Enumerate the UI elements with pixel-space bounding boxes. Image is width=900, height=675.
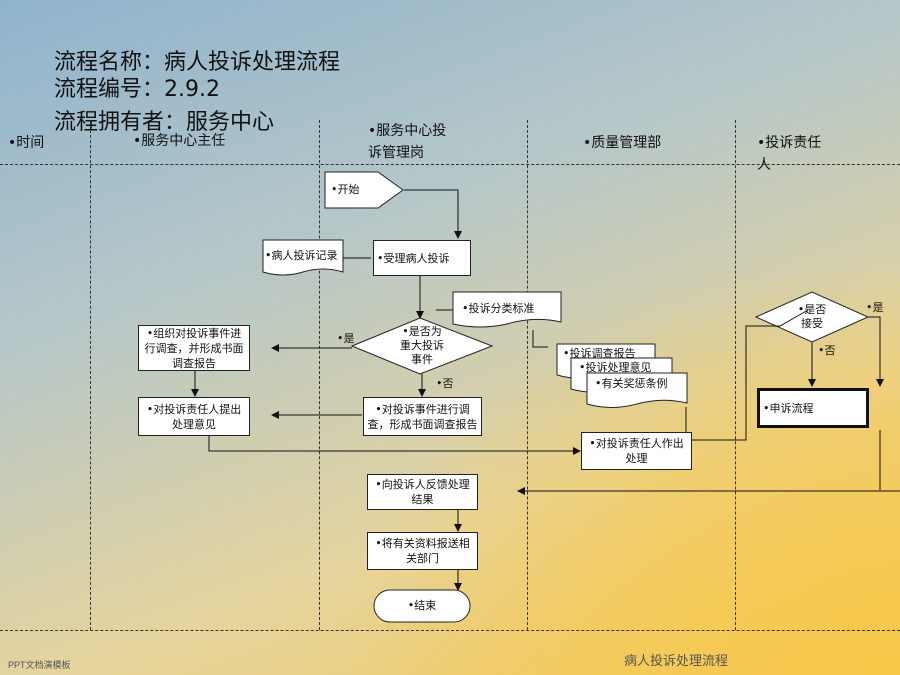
accept-decision-line1: •是否 [797,303,827,316]
lane-header-divider [0,164,900,165]
major-decision-node: •是否为 重大投诉 事件 [382,325,462,367]
feedback-node: •向投诉人反馈处理结果 [367,474,478,510]
process-number: 流程编号：2.9.2 [54,77,220,102]
lane-title-staff-line1: •服务中心投 [368,123,447,139]
doc2-node: •投诉处理意见 [579,361,652,374]
appeal-node: •申诉流程 [757,388,869,428]
start-node: •开始 [331,183,360,196]
connector-doc-link [532,330,548,348]
doc3-shape [586,372,688,408]
major-decision-shape [350,317,494,375]
footer-template-label: PPT文档演模板 [8,660,71,670]
propose-node: •对投诉责任人提出处理意见 [138,397,250,436]
accept-decision-line2: 接受 [801,317,823,330]
lane-title-director: •服务中心主任 [133,133,226,149]
lane-divider-2 [319,120,320,630]
lane-title-quality: •质量管理部 [583,135,662,151]
connector-decide-accept [692,309,809,441]
investigate-node: •对投诉事件进行调查，形成书面调查报告 [363,397,482,436]
lane-title-responsible-line1: •投诉责任 [757,135,822,151]
major-yes-label: •是 [337,332,355,345]
connector-start-receive [404,189,462,239]
lane-title-staff: •服务中心投 诉管理岗 [368,120,446,164]
major-decision-line3: 事件 [411,353,433,366]
footer-slide-title: 病人投诉处理流程 [624,653,729,668]
lane-title-responsible: •投诉责任 人 [757,132,821,176]
record-doc-shape [262,239,344,276]
record-node: •病人投诉记录 [265,249,338,262]
organize-node: •组织对投诉事件进行调查，并形成书面调查报告 [138,325,250,371]
lane-divider-3 [527,120,528,630]
connector-propose-decide [208,436,581,455]
receive-node: •受理病人投诉 [373,240,471,276]
start-shape [324,171,404,209]
send-node: •将有关资料报送相关部门 [367,532,478,570]
lane-divider-4 [735,120,736,630]
lane-title-staff-line2: 诉管理岗 [368,145,424,161]
decide-node: •对投诉责任人作出处理 [581,432,692,470]
lane-title-responsible-line2: 人 [757,157,771,173]
end-shape [373,589,471,623]
doc1-node: •投诉调查报告 [563,347,636,360]
process-name: 流程名称：病人投诉处理流程 [54,50,341,75]
standard-doc-shape [452,291,562,328]
end-node: •结束 [407,599,437,612]
doc3-node: •有关奖惩条例 [595,377,668,390]
accept-yes-label: •是 [866,301,884,314]
accept-no-label: •否 [818,344,836,357]
major-decision-line2: 重大投诉 [400,339,444,352]
major-decision-line1: •是否为 [402,325,442,338]
lane-divider-1 [90,120,91,630]
major-no-label: •否 [436,377,454,390]
lane-bottom-divider [0,630,900,631]
standard-node: •投诉分类标准 [462,302,535,315]
accept-decision-node: •是否 接受 [784,303,840,331]
lane-title-time: •时间 [8,135,45,151]
connector-accept-yes [868,316,884,387]
